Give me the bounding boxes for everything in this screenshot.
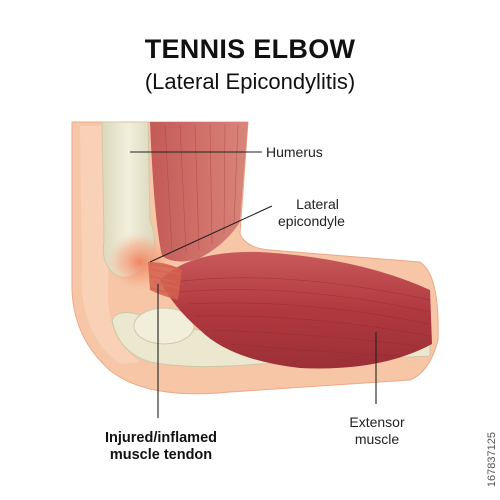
label-injured-line2: muscle tendon bbox=[109, 447, 213, 463]
label-humerus: Humerus bbox=[266, 144, 323, 160]
label-lateral-epicondyle-line2: epicondyle bbox=[278, 213, 345, 229]
extensor-fibers bbox=[174, 277, 431, 357]
diagram-subtitle: (Lateral Epicondylitis) bbox=[144, 69, 356, 94]
bicep-muscle bbox=[150, 122, 248, 262]
extensor-muscle-shape bbox=[160, 251, 432, 369]
diagram-title: TENNIS ELBOW bbox=[144, 34, 356, 64]
tendon-base bbox=[148, 262, 182, 300]
skin-highlight bbox=[80, 126, 140, 364]
label-extensor-muscle: Extensor muscle bbox=[342, 414, 412, 448]
leader-lines bbox=[130, 151, 377, 418]
label-injured-line1: Injured/inflamed bbox=[105, 430, 217, 446]
elbow-joint bbox=[133, 307, 195, 345]
label-extensor-line2: muscle bbox=[354, 431, 400, 447]
image-id-text: 167837125 bbox=[486, 432, 498, 488]
label-lateral-epicondyle-line1: Lateral bbox=[296, 196, 339, 212]
label-extensor-line1: Extensor bbox=[349, 414, 405, 430]
bicep-fibers bbox=[164, 124, 239, 253]
label-injured-tendon: Injured/inflamed muscle tendon bbox=[86, 430, 236, 464]
label-lateral-epicondyle: Lateral epicondyle bbox=[278, 196, 345, 230]
epicondyle-leader bbox=[149, 205, 273, 263]
